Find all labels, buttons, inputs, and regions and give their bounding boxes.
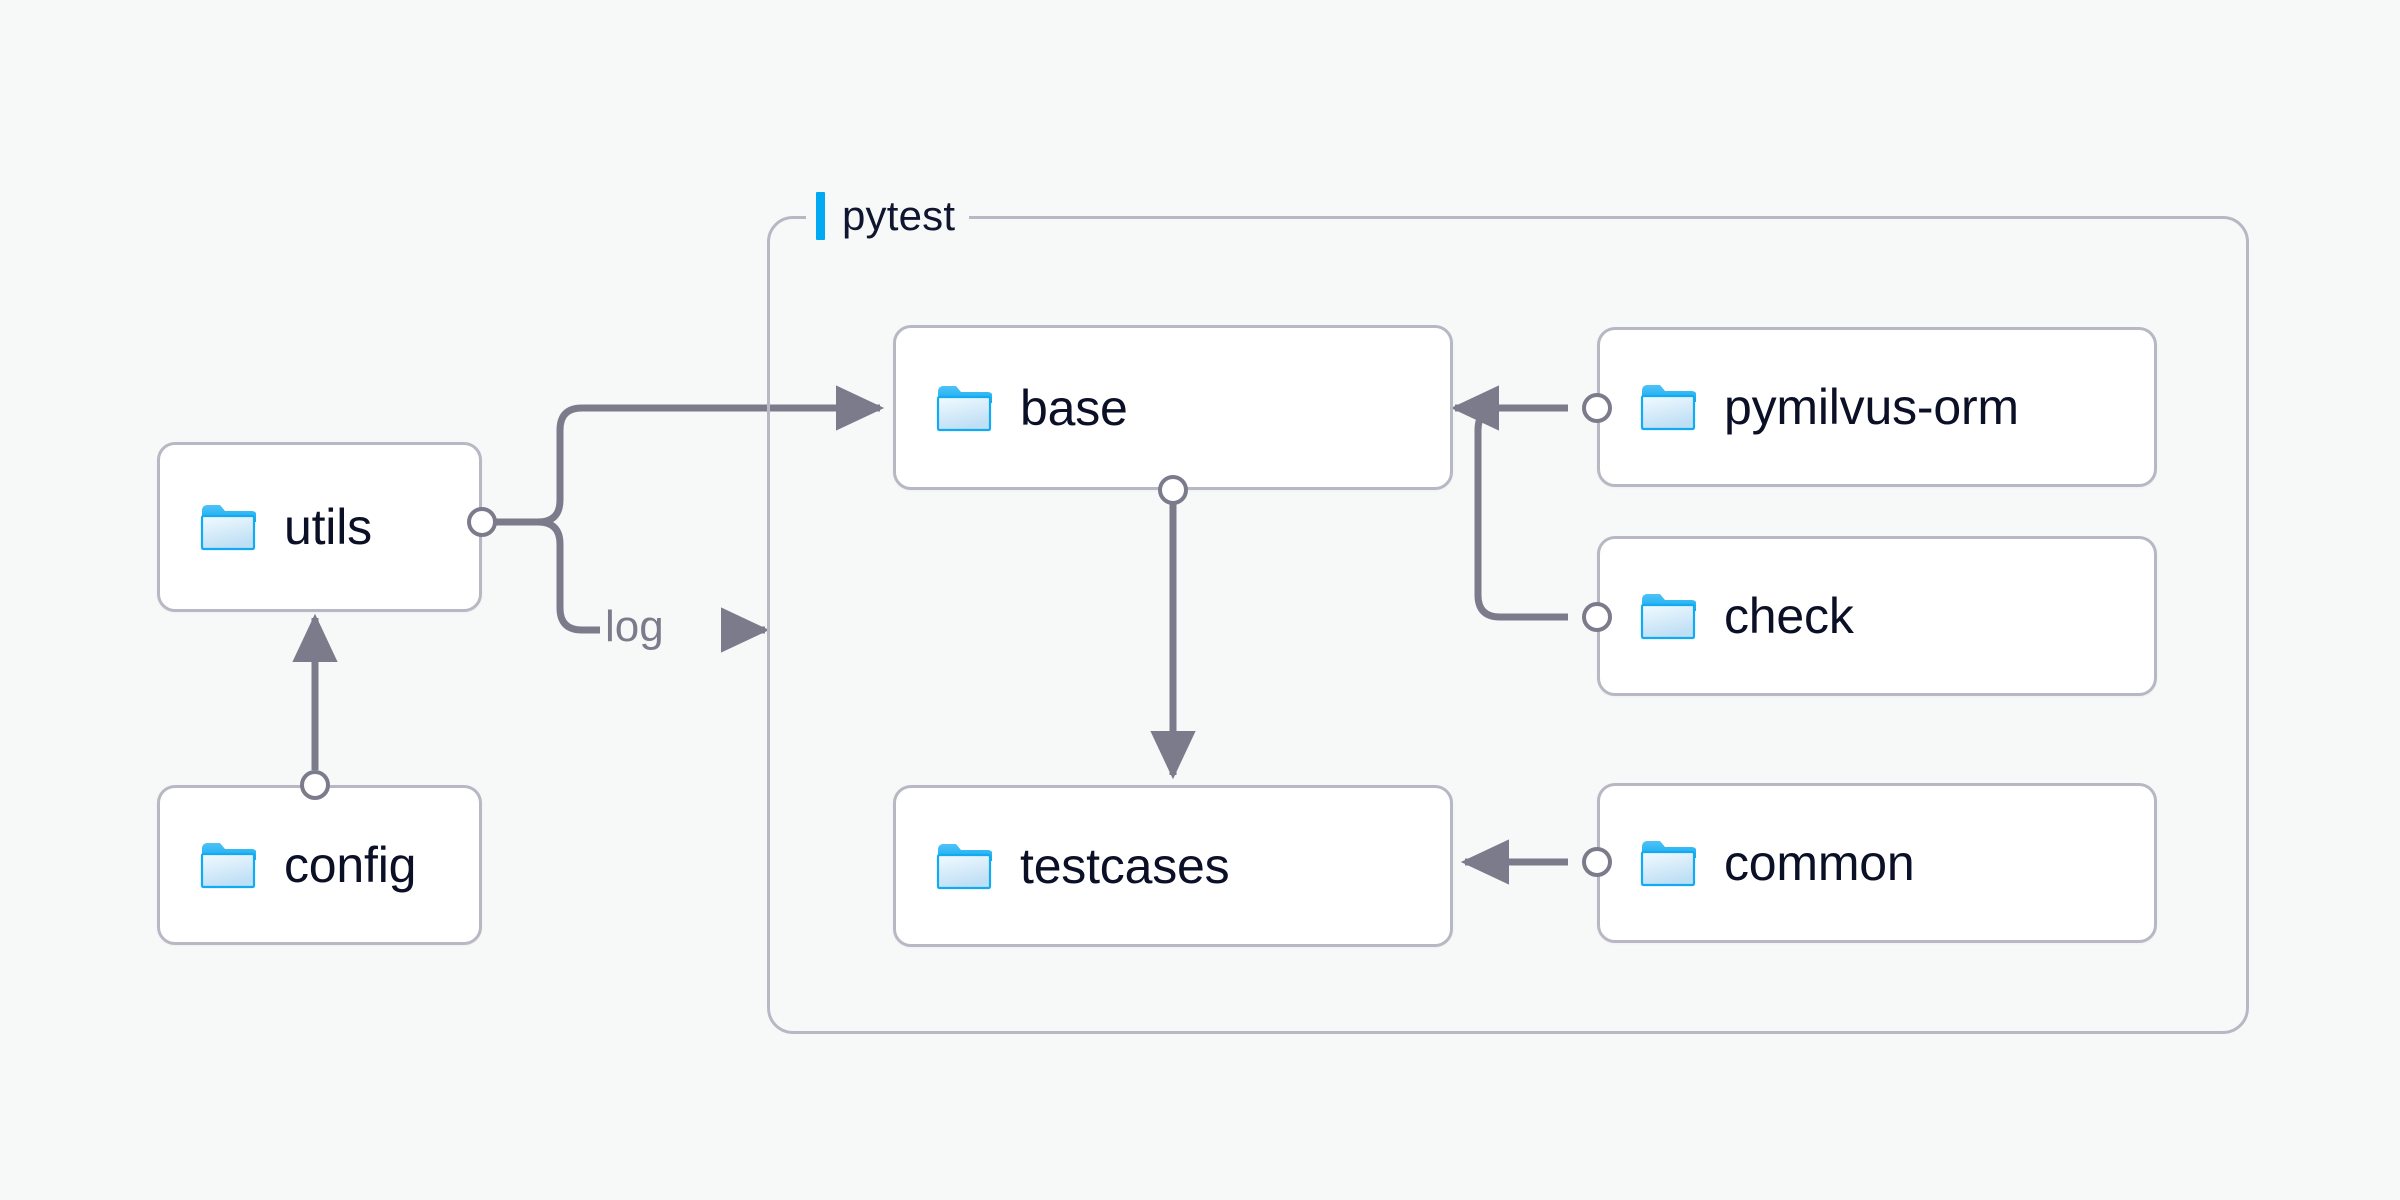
accent-bar-icon — [816, 192, 825, 240]
node-check[interactable]: check — [1597, 536, 2157, 696]
folder-icon — [200, 843, 256, 889]
group-pytest-label: pytest — [806, 190, 970, 242]
port-base-bottom[interactable] — [1158, 475, 1188, 505]
node-check-label: check — [1724, 588, 1854, 644]
node-base[interactable]: base — [893, 325, 1453, 490]
folder-icon — [1640, 841, 1696, 887]
node-base-label: base — [1020, 379, 1128, 436]
node-pymilvus-orm[interactable]: pymilvus-orm — [1597, 327, 2157, 487]
folder-icon — [1640, 594, 1696, 640]
folder-icon — [936, 844, 992, 890]
port-utils-right[interactable] — [467, 507, 497, 537]
node-config-label: config — [284, 837, 417, 893]
edge-label-log: log — [605, 602, 664, 651]
edge-utils-to-log — [537, 518, 600, 634]
node-testcases-label: testcases — [1020, 838, 1230, 894]
group-pytest[interactable] — [767, 216, 2249, 1034]
folder-icon — [1640, 385, 1696, 431]
folder-icon — [200, 505, 256, 551]
folder-icon — [936, 385, 992, 431]
node-pymilvus-orm-label: pymilvus-orm — [1724, 379, 2019, 435]
group-pytest-title: pytest — [842, 192, 956, 239]
node-config[interactable]: config — [157, 785, 482, 945]
node-common[interactable]: common — [1597, 783, 2157, 943]
port-pymilvus-orm-left[interactable] — [1582, 393, 1612, 423]
node-utils-label: utils — [284, 499, 372, 555]
node-testcases[interactable]: testcases — [893, 785, 1453, 947]
port-check-left[interactable] — [1582, 602, 1612, 632]
port-config-top[interactable] — [300, 770, 330, 800]
port-common-left[interactable] — [1582, 847, 1612, 877]
node-common-label: common — [1724, 835, 1915, 891]
node-utils[interactable]: utils — [157, 442, 482, 612]
